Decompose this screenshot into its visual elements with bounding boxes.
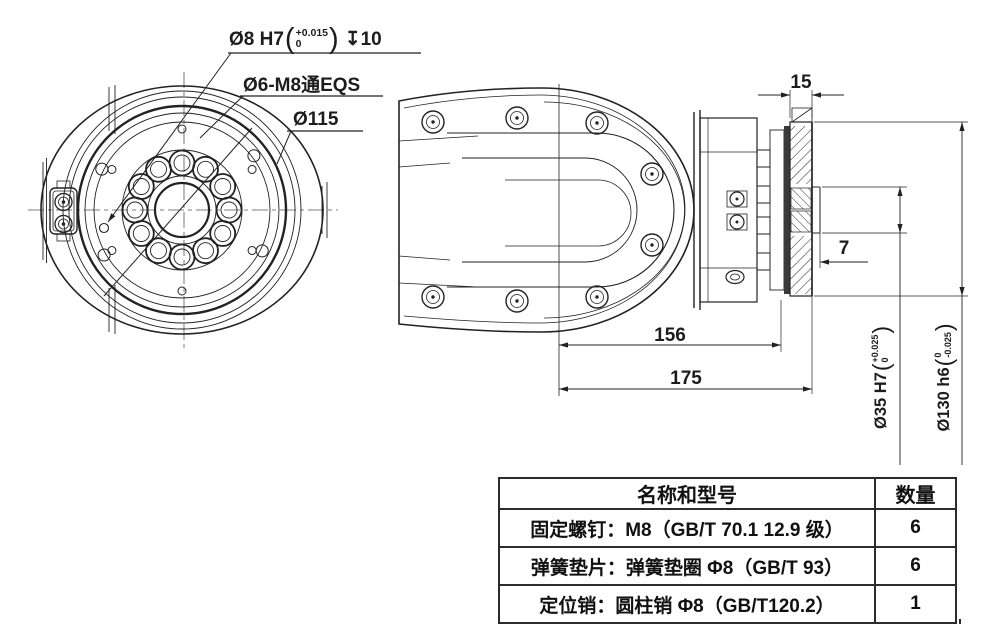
housing-screws [421, 106, 664, 313]
depth-icon: ↧ [344, 28, 361, 50]
callout-bolt-holes: Ø6-M8通EQS [243, 75, 361, 96]
part-name: 弹簧垫片：弹簧垫圈 Φ8（GB/T 93） [498, 546, 876, 586]
part-qty: 6 [874, 508, 957, 548]
parts-table-header-row: 名称和型号 数量 [498, 477, 957, 510]
pin-hole-tol-upper: +0.015 [295, 26, 329, 39]
pin-hole-depth: 10 [360, 28, 382, 50]
dim-spigot: Ø130 h6 ( 0 -0.025 ) [930, 323, 957, 432]
dim-bore: Ø35 H7 ( +0.025 0 ) [867, 326, 894, 429]
table-cutoff-row [498, 619, 961, 624]
connector-bracket [49, 180, 78, 242]
header-qty: 数量 [874, 477, 957, 510]
pin-hole-tol-lower: 0 [295, 38, 302, 51]
dowel-hole [98, 222, 110, 234]
header-name: 名称和型号 [498, 477, 876, 510]
side-view [398, 84, 821, 396]
dim-156: 156 [654, 325, 686, 346]
dimension-lines [559, 90, 968, 465]
center-bore [153, 181, 211, 239]
table-row: 固定螺钉：M8（GB/T 70.1 12.9 级） 6 [498, 508, 957, 548]
flange-stack [693, 107, 821, 310]
part-name: 固定螺钉：M8（GB/T 70.1 12.9 级） [498, 508, 876, 548]
dim-15: 15 [790, 72, 812, 93]
part-name: 定位销：圆柱销 Φ8（GB/T120.2） [498, 584, 876, 624]
callout-bolt-circle: Ø115 [293, 109, 339, 130]
leader-lines [107, 52, 421, 223]
table-row: 弹簧垫片：弹簧垫圈 Φ8（GB/T 93） 6 [498, 546, 957, 586]
table-row: 定位销：圆柱销 Φ8（GB/T120.2） 1 [498, 584, 957, 624]
dim-175: 175 [670, 368, 702, 389]
part-qty: 1 [874, 584, 957, 624]
close-paren: ) [329, 23, 339, 55]
open-paren: ( [284, 23, 295, 55]
pin-hole-size: Ø8 H7 [229, 28, 284, 50]
front-view [28, 52, 421, 348]
callout-pin-hole: Ø8 H7 ( +0.015 0 ) ↧ 10 [229, 23, 382, 55]
parts-table: 名称和型号 数量 固定螺钉：M8（GB/T 70.1 12.9 级） 6 弹簧垫… [498, 477, 957, 624]
part-qty: 6 [874, 546, 957, 586]
dim-7: 7 [838, 238, 850, 259]
